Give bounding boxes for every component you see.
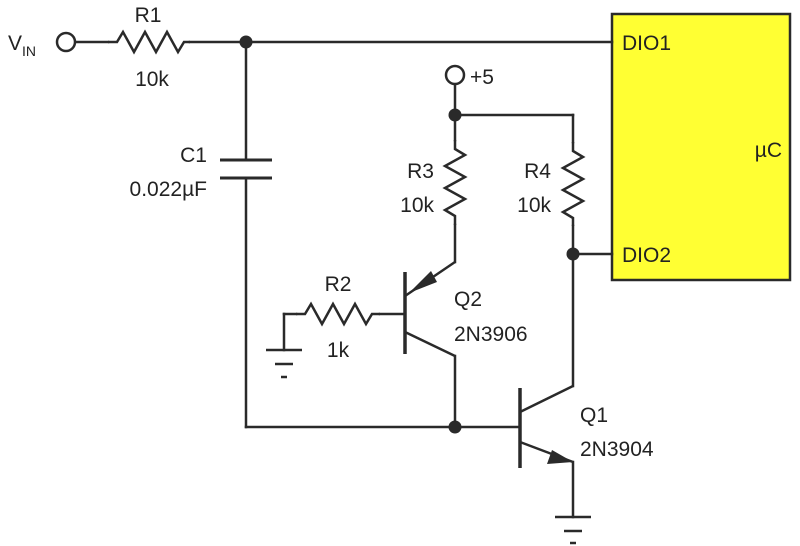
q1-part: 2N3904 <box>580 438 654 461</box>
q1-ref: Q1 <box>580 404 608 427</box>
microcontroller-box <box>610 12 792 282</box>
r4-ref: R4 <box>524 160 551 183</box>
q1-collector-lead <box>519 384 574 414</box>
junction-dot <box>566 247 580 261</box>
resistor-r4 <box>560 142 586 226</box>
vin-label: V <box>8 32 22 55</box>
q1-emitter-arrow <box>547 450 573 464</box>
resistor-r1 <box>108 29 190 55</box>
capacitor-c1 <box>220 158 272 180</box>
q2-ref: Q2 <box>454 288 482 311</box>
dio2-label: DIO2 <box>622 244 671 267</box>
ground-symbol <box>266 348 302 379</box>
junction-dot <box>448 420 462 434</box>
dio1-label: DIO1 <box>622 32 671 55</box>
resistor-r3 <box>442 140 468 225</box>
supply-label: +5 <box>470 66 494 89</box>
r3-ref: R3 <box>407 160 434 183</box>
junction-dots <box>239 35 580 434</box>
q2-emitter-arrow <box>409 271 437 293</box>
r2-value: 1k <box>327 339 350 362</box>
c1-value: 0.022µF <box>130 178 207 201</box>
transistor-q1 <box>518 384 574 468</box>
junction-dot <box>239 35 253 49</box>
q2-part: 2N3906 <box>454 323 528 346</box>
resistor-r2 <box>296 301 380 327</box>
supply-terminal <box>444 64 466 86</box>
r2-ref: R2 <box>325 273 352 296</box>
r4-value: 10k <box>517 194 551 217</box>
r1-value: 10k <box>135 68 169 91</box>
microcontroller-label: µC <box>755 139 782 162</box>
r1-ref: R1 <box>135 4 162 27</box>
ground-symbol <box>555 515 591 545</box>
vin-terminal <box>55 31 77 53</box>
q2-collector-lead <box>404 330 456 358</box>
r3-value: 10k <box>400 194 434 217</box>
c1-ref: C1 <box>180 144 207 167</box>
vin-subscript: IN <box>22 43 36 59</box>
transistor-q2 <box>403 260 456 358</box>
junction-dot <box>448 108 462 122</box>
